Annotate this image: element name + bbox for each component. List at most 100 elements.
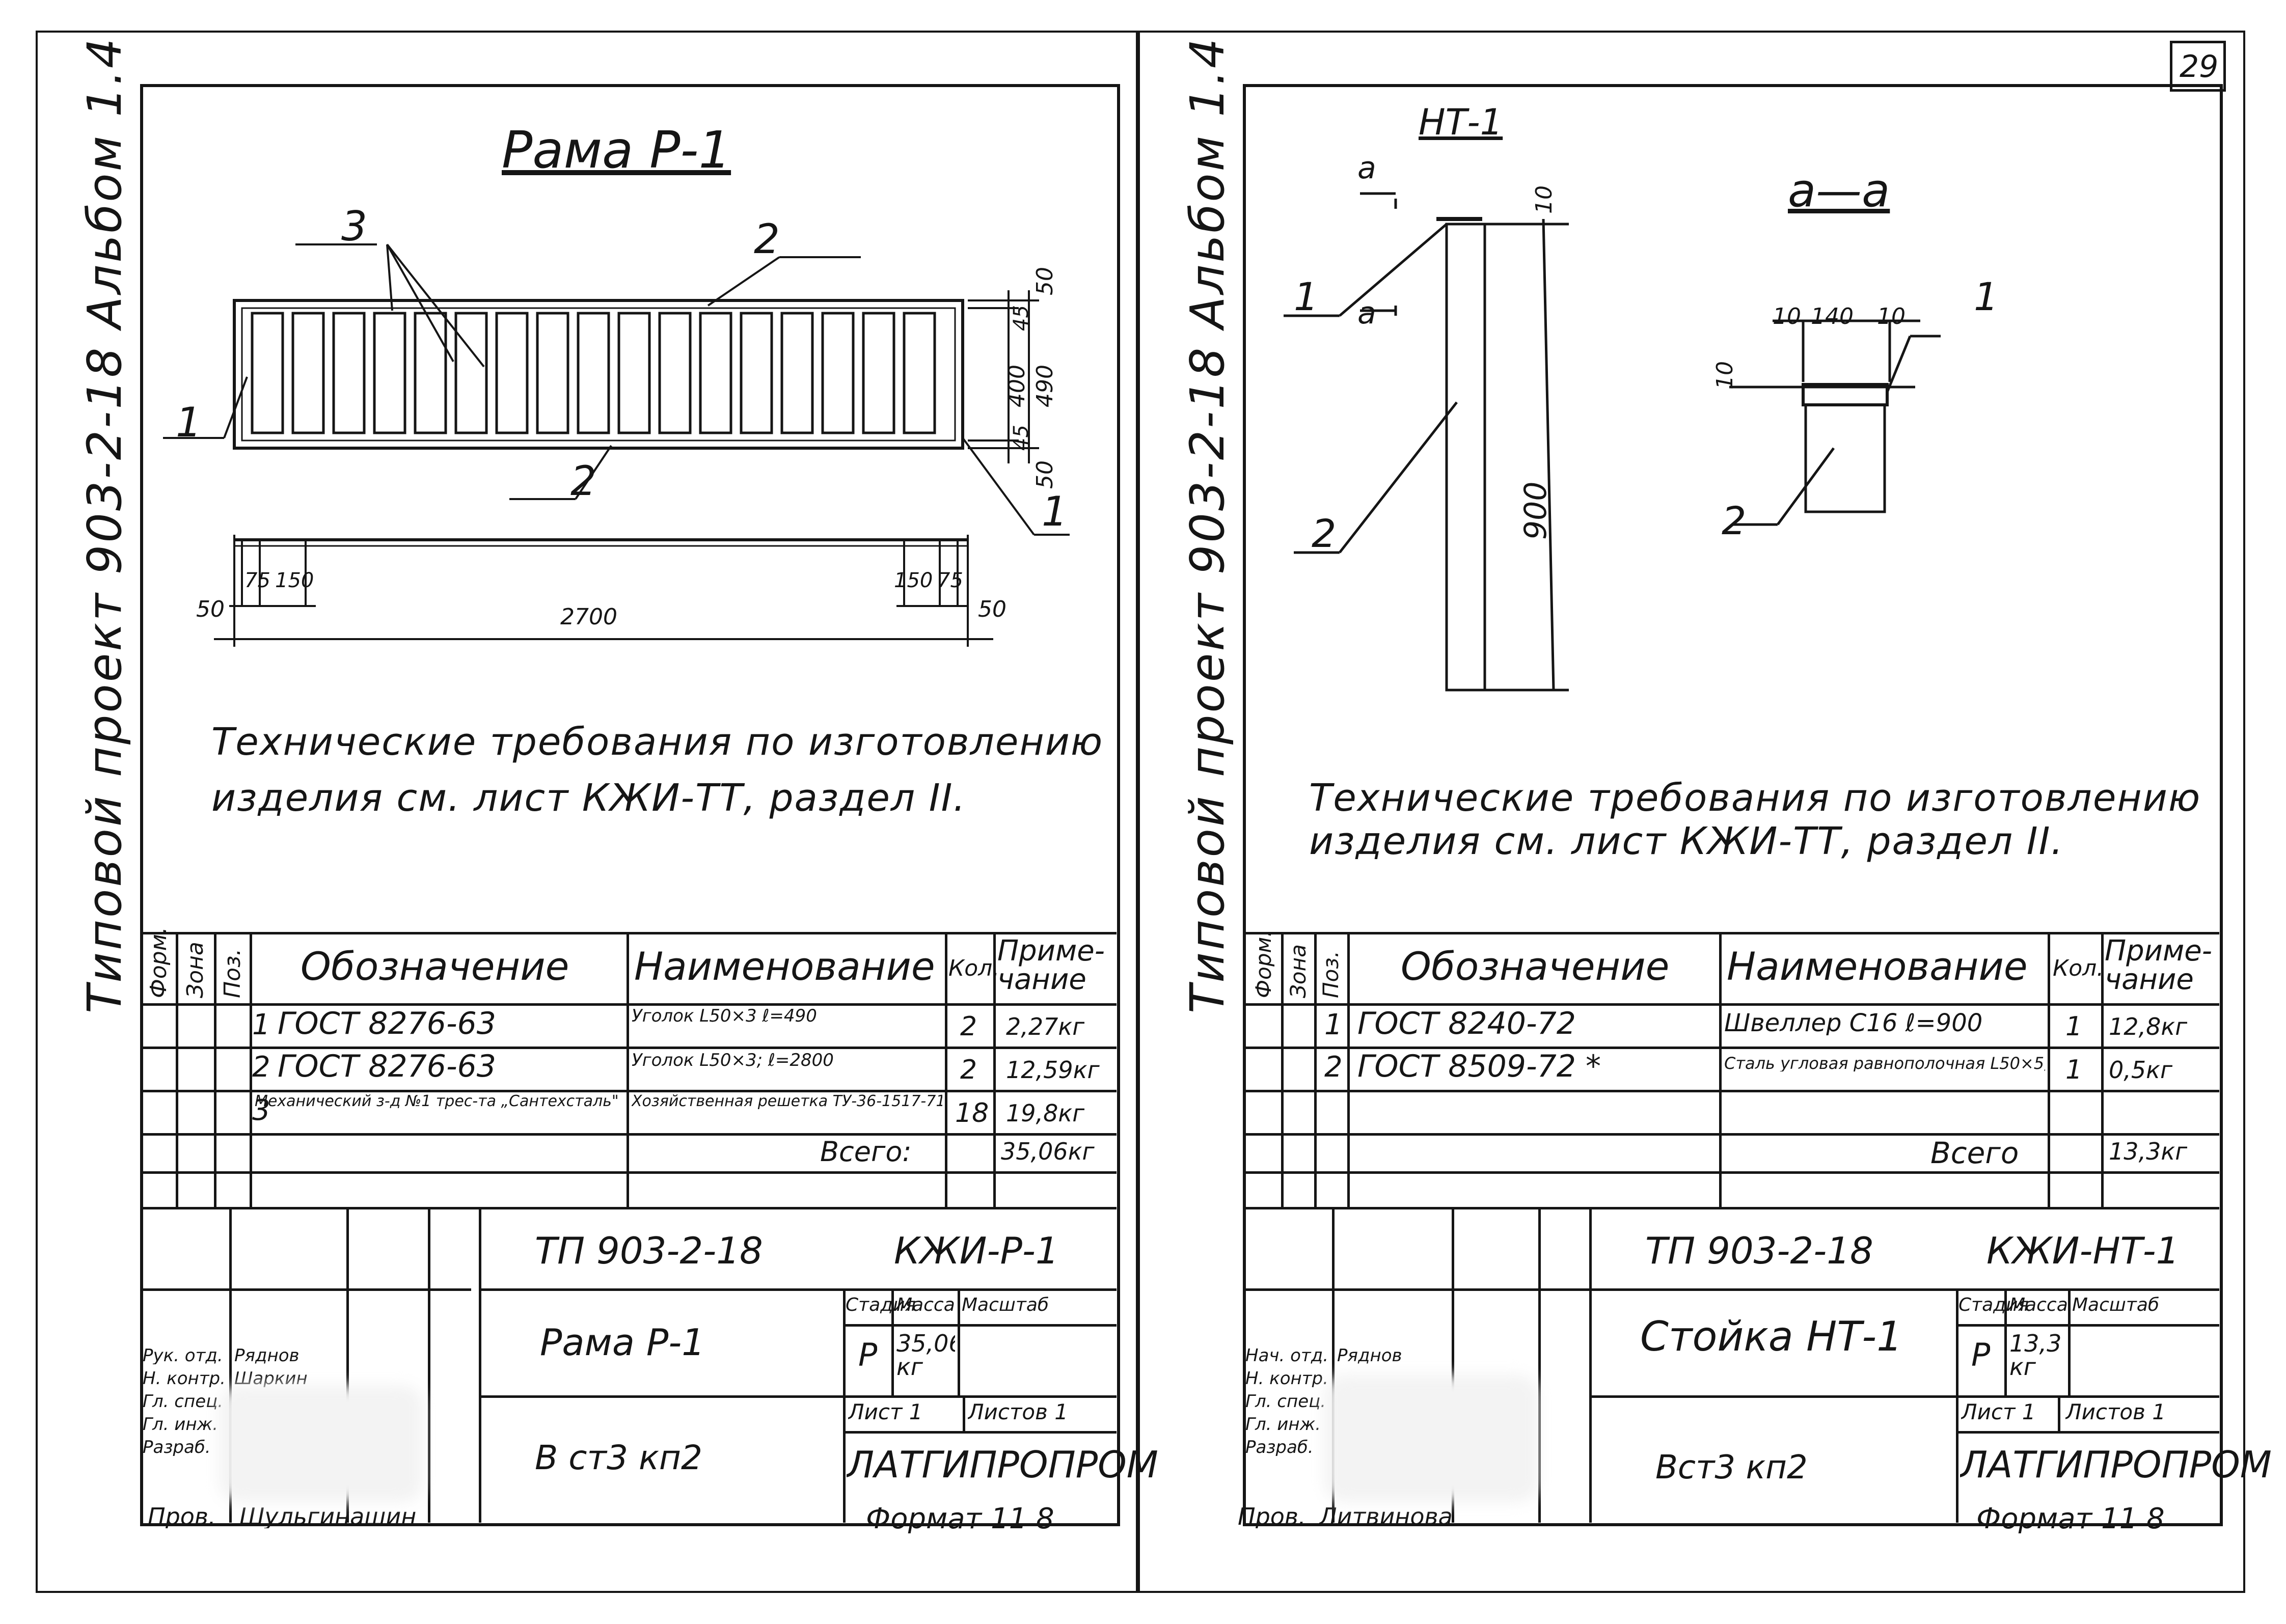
stage-value: Р [858,1339,878,1371]
material: В ст3 кп2 [535,1441,702,1475]
callout: 1 [1294,274,1319,319]
spec-header-qty: Кол. [2053,957,2104,980]
dim-label: 400 [1004,365,1030,407]
spec-designation: ГОСТ 8240-72 [1357,1008,1576,1039]
left-drawing-title: Рама Р-1 [502,120,731,180]
signer-role: Н. контр. [143,1370,226,1387]
spec-total-value: 13,3кг [2109,1140,2188,1163]
dim-label: 10 [1877,304,1906,329]
material: Вст3 кп2 [1655,1451,1808,1484]
org-name: ЛАТГИПРОПРОМ [847,1446,1158,1483]
spec-note: 0,5кг [2109,1058,2173,1082]
spec-qty: 2 [960,1057,977,1083]
stage-header: Стадия [1958,1296,2029,1314]
signer-role: Нач. отд. [1245,1347,1329,1364]
spec-header-note: Приме-чание [997,937,1105,994]
signer-role: Пров. [1238,1505,1306,1528]
spec-header-zone: Зона [1288,944,1309,998]
dim-label: 2700 [560,604,617,630]
tech-note-line1: Технические требования по изготовлению [1309,776,2201,820]
title-code: ТП 903-2-18 [535,1232,763,1269]
spec-header-pos: Поз. [222,948,244,998]
section-mark: а [1357,150,1376,186]
item-name: Рама Р-1 [540,1324,705,1361]
spec-header-zone: Зона [184,942,207,998]
callout: 3 [341,203,367,250]
right-sheet-edge [1136,31,2245,1593]
spec-header-name: Наименование [634,947,935,986]
spec-qty: 1 [2065,1057,2083,1083]
dim-label: 50 [196,596,225,622]
callout: 1 [1974,274,1999,319]
spec-note: 12,8кг [2109,1015,2188,1038]
dim-label: 75 [937,569,963,592]
tech-note-line2: изделия см. лист КЖИ-ТТ, раздел II. [211,776,966,820]
tech-note-line1: Технические требования по изготовлению [211,720,1104,764]
right-side-binding: Типовой проект 903-2-18 Альбом 1.4 [1180,36,1235,1013]
left-drawing-frame [140,84,1120,1526]
org-name: ЛАТГИПРОПРОМ [1960,1446,2272,1483]
dim-label: 50 [1032,460,1058,489]
left-side-binding: Типовой проект 903-2-18 Альбом 1.4 [77,36,132,1013]
spec-header-note: Приме-чание [2105,937,2212,994]
dim-label: 10 [1712,361,1738,390]
spec-name: Уголок L50×3; ℓ=2800 [632,1052,834,1069]
spec-header-qty: Кол. [948,957,1000,980]
dim-label: 10 [1531,185,1557,214]
redaction-blur [1324,1375,1538,1502]
spec-header-designation: Обозначение [301,947,569,986]
signer-name: Ряднов [1337,1347,1402,1364]
spec-total-label: Всего: [820,1138,912,1166]
dim-label: 50 [1032,267,1058,295]
spec-name: Уголок L50×3 ℓ=490 [632,1007,817,1025]
scale-header: Масштаб [2072,1296,2160,1314]
sheet-code: КЖИ-НТ-1 [1986,1232,2180,1269]
item-name: Стойка НТ-1 [1640,1316,1902,1357]
signer-name: Шульгинашин [239,1505,417,1528]
signer-role: Гл. инж. [1245,1416,1321,1433]
signer-role: Разраб. [143,1439,211,1456]
page-number: 29 [2180,49,2219,85]
dim-label: 45 [1010,425,1033,451]
spec-header-format: Форм. [148,927,170,998]
sheets-label: Листов 1 [2065,1401,2166,1423]
spec-designation: ГОСТ 8509-72 * [1357,1051,1601,1082]
signer-role: Пров. [148,1505,216,1528]
callout: 2 [1312,511,1337,556]
signer-role: Гл. спец. [1245,1393,1326,1410]
spec-header-format: Форм. [1253,930,1274,998]
right-drawing-title: НТ-1 [1419,101,1503,143]
frame-r1-drawing [163,243,1070,647]
signer-role: Гл. спец. [143,1393,224,1410]
spec-total-label: Всего [1930,1138,2019,1168]
tech-note-line2: изделия см. лист КЖИ-ТТ, раздел II. [1309,819,2064,863]
spec-qty: 2 [960,1013,977,1040]
spec-note: 12,59кг [1006,1058,1100,1082]
spec-header-pos: Поз. [1320,951,1342,998]
right-drawing-frame [1243,84,2223,1526]
dim-label: 140 [1811,304,1854,329]
callout: 2 [570,457,596,505]
left-sheet-edge [36,31,1140,1593]
stand-nt1-drawing [1284,192,1941,692]
stage-header: Стадия [846,1296,916,1314]
dim-label: 900 [1518,481,1554,540]
sheet-code: КЖИ-Р-1 [894,1232,1059,1269]
spec-header-name: Наименование [1727,947,2028,986]
sheets-label: Листов 1 [968,1401,1068,1423]
signer-role: Гл. инж. [143,1416,219,1433]
signer-name: Ряднов [234,1347,300,1364]
dim-label: 45 [1010,305,1033,331]
dim-label: 490 [1032,365,1058,407]
spec-note: 2,27кг [1006,1015,1085,1038]
sheet-label: Лист 1 [1961,1401,2036,1423]
format-label: Формат 11 8 [1976,1505,2165,1533]
dim-label: 150 [894,569,933,592]
section-title: а—а [1788,164,1890,217]
spec-name: Швеллер С16 ℓ=900 [1724,1011,1983,1035]
dim-label: 50 [978,596,1006,622]
callout: 2 [754,215,780,263]
signer-role: Рук. отд. [143,1347,223,1364]
mass-value: 13,3 кг [2009,1332,2062,1379]
callout: 1 [1042,488,1068,535]
